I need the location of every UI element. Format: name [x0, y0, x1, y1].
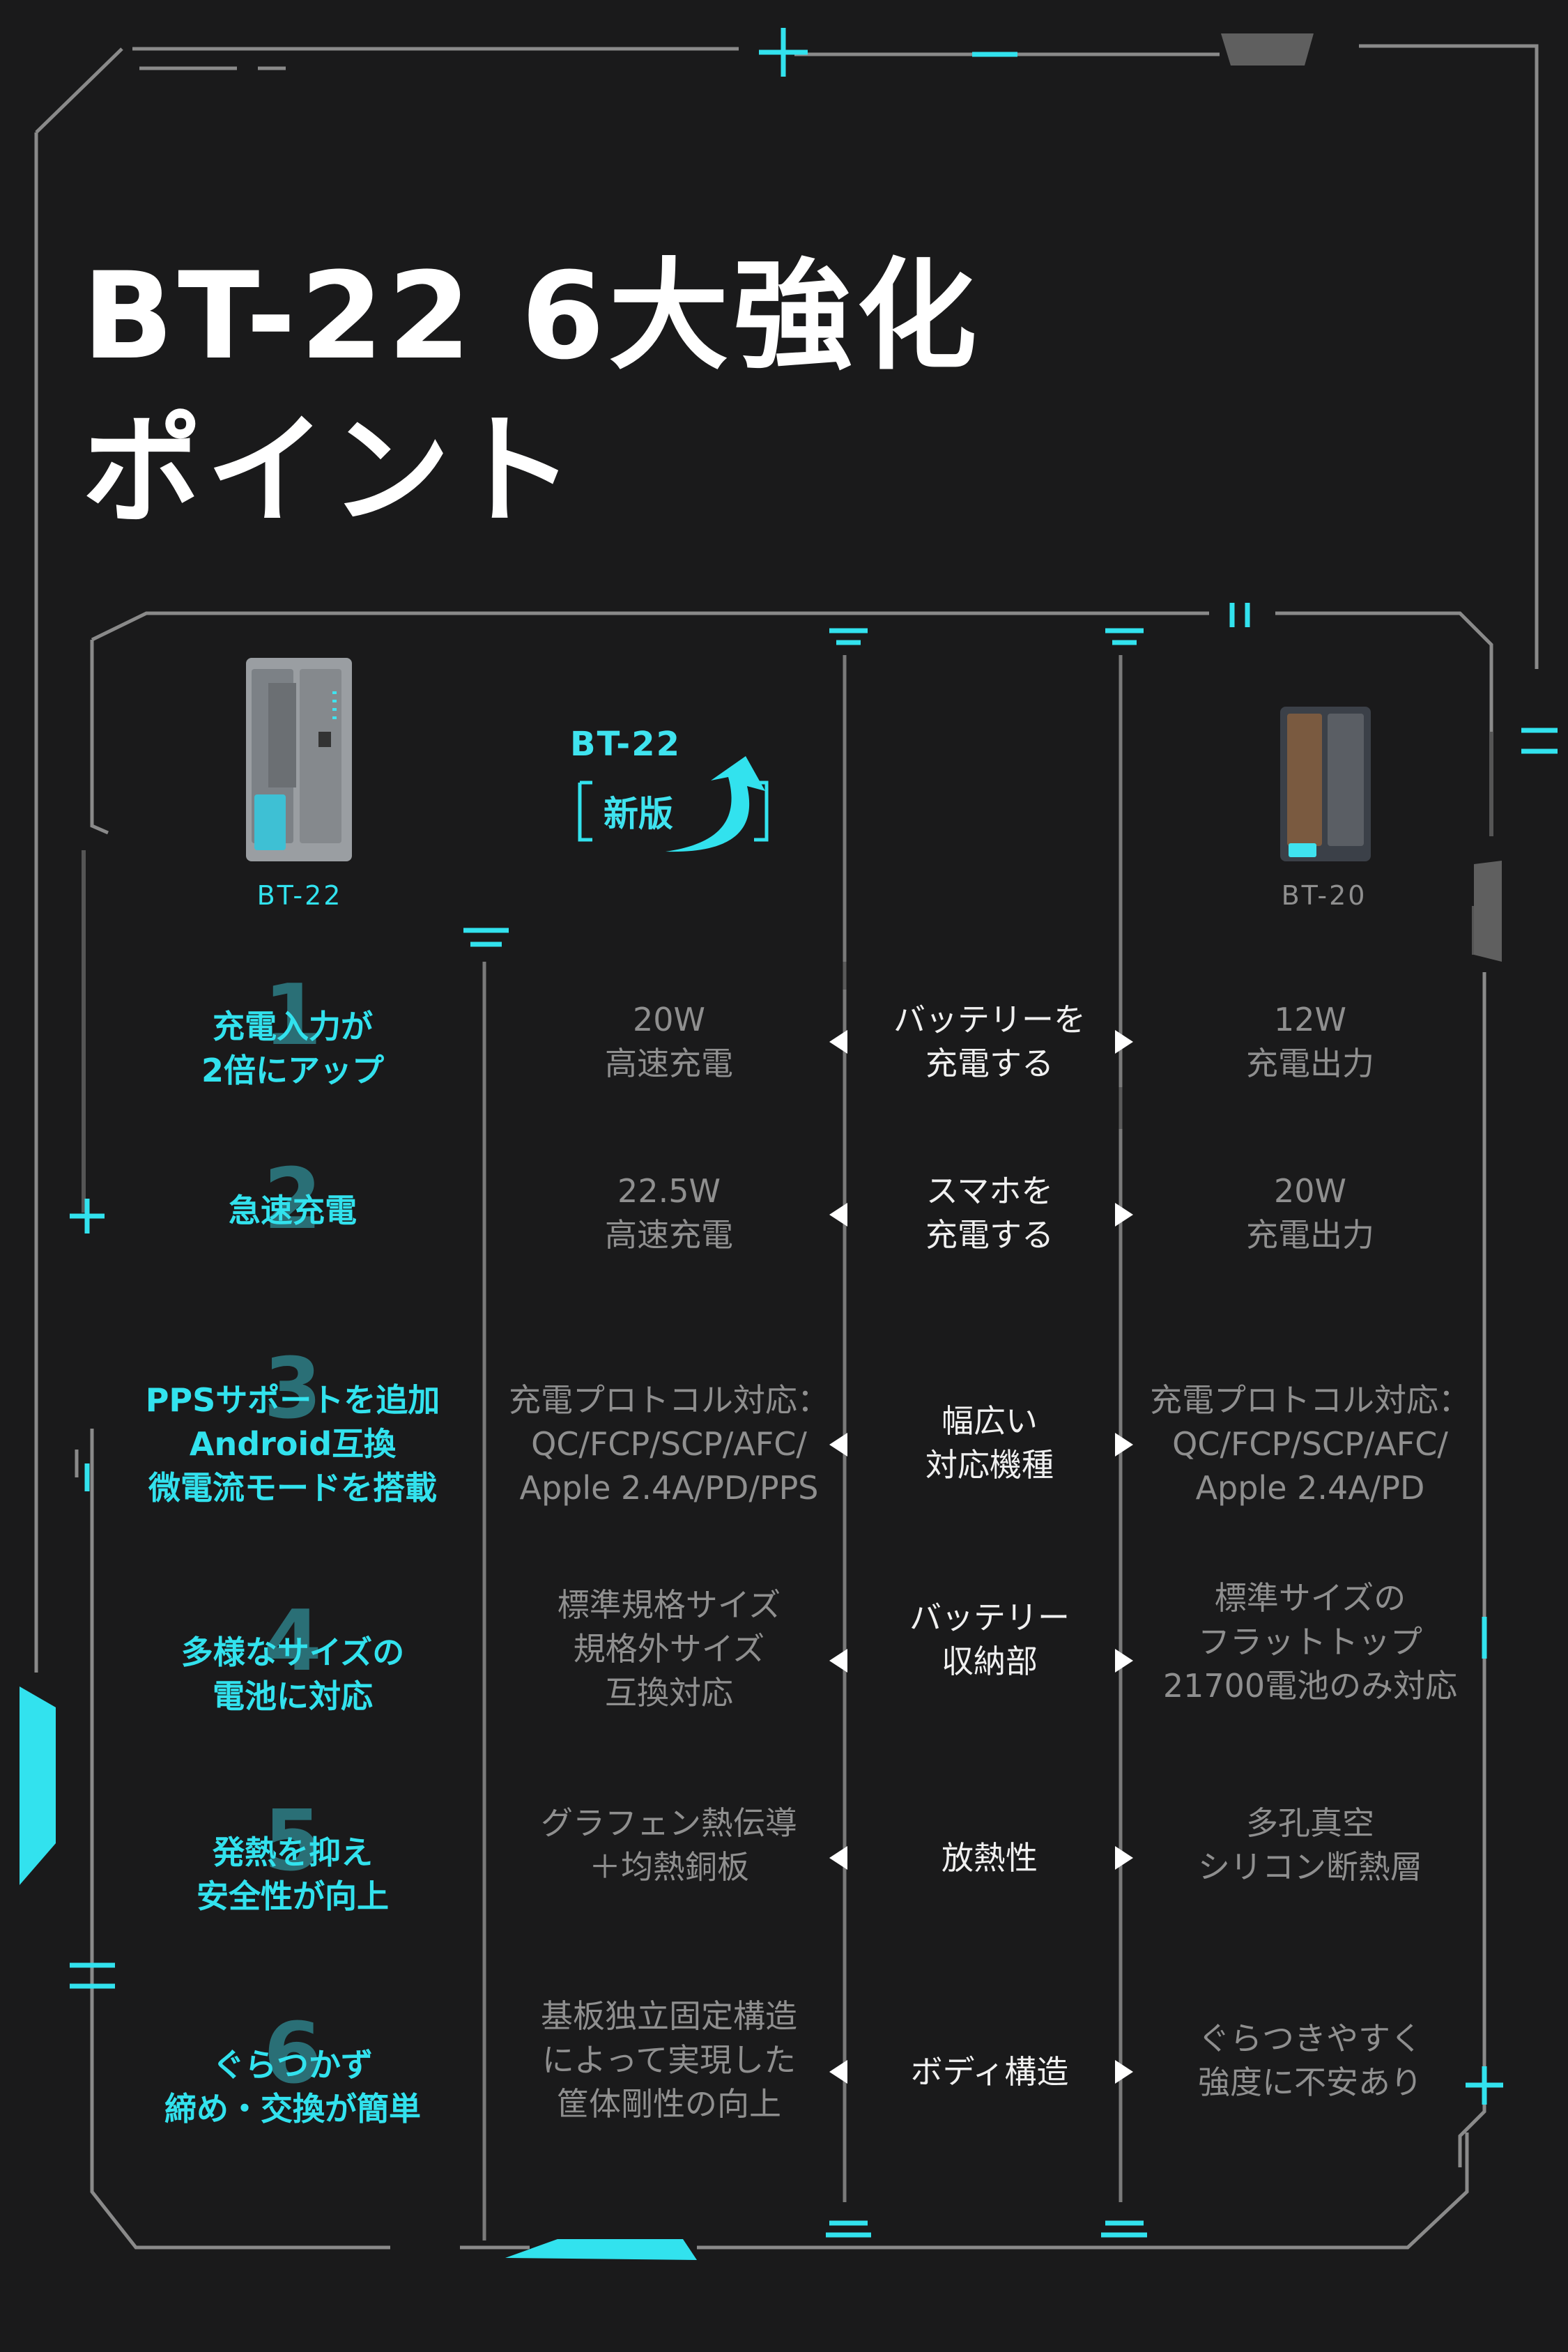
feature-number: 4 [263, 1593, 322, 1690]
bt22-spec: 20W 高速充電 [605, 1001, 733, 1082]
feature-number: 6 [263, 2006, 322, 2103]
arrow-right-icon [1115, 2060, 1133, 2084]
arrow-right-icon [1115, 1433, 1133, 1456]
page-title-line-2: ポイント [82, 401, 578, 541]
bt20-label: BT-20 [1281, 880, 1367, 911]
bt22-spec: グラフェン熱伝導 ＋均熱銅板 [541, 1804, 797, 1886]
bt22-spec: 基板独立固定構造 によって実現した 筐体剛性の向上 [541, 1997, 797, 2123]
bt20-spec: 充電プロトコル対応： QC/FCP/SCP/AFC/ Apple 2.4A/PD [1150, 1381, 1470, 1507]
bt22-spec: 22.5W 高速充電 [605, 1172, 733, 1254]
bt20-product-image [1279, 704, 1373, 864]
feature-3: 3 PPSサポートを追加 Android互換 微電流モードを搭載 [91, 1348, 495, 1510]
feature-4: 4 多様なサイズの 電池に対応 [91, 1600, 495, 1719]
bt20-spec: 標準サイズの フラットトップ 21700電池のみ対応 [1162, 1579, 1458, 1705]
arrow-right-icon [1115, 1649, 1133, 1673]
feature-number: 1 [263, 967, 322, 1064]
category-label: スマホを 充電する [925, 1172, 1054, 1254]
feature-6: 6 ぐらつかず 締め・交換が簡単 [91, 2013, 495, 2131]
arrow-right-icon [1115, 1203, 1133, 1227]
page-title-line-1: BT-22 6大強化 [82, 246, 981, 386]
category-label: 幅広い 対応機種 [925, 1402, 1054, 1484]
arrow-left-icon [829, 2060, 847, 2084]
bt22-product-image [240, 655, 359, 864]
bt20-spec: 多孔真空 シリコン断熱層 [1198, 1804, 1422, 1886]
feature-text: ぐらつかず 締め・交換が簡単 [164, 2046, 421, 2128]
arrow-left-icon [829, 1649, 847, 1673]
arrow-right-icon [1115, 1030, 1133, 1054]
arrow-left-icon [829, 1433, 847, 1456]
feature-number: 5 [263, 1793, 322, 1890]
feature-text: 充電入力が 2倍にアップ [201, 1008, 384, 1089]
bt22-label: BT-22 [256, 880, 343, 911]
bt22-spec: 標準規格サイズ 規格外サイズ 互換対応 [557, 1586, 781, 1712]
category-label: 放熱性 [941, 1839, 1038, 1877]
arrow-left-icon [829, 1846, 847, 1870]
bt20-spec: 12W 充電出力 [1246, 1001, 1374, 1082]
bt22-spec: 充電プロトコル対応： QC/FCP/SCP/AFC/ Apple 2.4A/PD… [509, 1381, 829, 1507]
feature-text: 多様なサイズの 電池に対応 [180, 1634, 405, 1715]
badge-model: BT-22 [570, 725, 681, 764]
feature-text: 急速充電 [229, 1192, 357, 1229]
feature-number: 3 [263, 1341, 322, 1438]
category-label: ボディ構造 [910, 2053, 1069, 2091]
feature-text: PPSサポートを追加 Android互換 微電流モードを搭載 [145, 1381, 440, 1507]
bt20-spec: 20W 充電出力 [1246, 1172, 1374, 1254]
feature-number: 2 [263, 1151, 322, 1248]
feature-1: 1 充電入力が 2倍にアップ [91, 974, 495, 1093]
feature-text: 発熱を抑え 安全性が向上 [197, 1834, 389, 1915]
arrow-right-icon [1115, 1846, 1133, 1870]
badge-new-version: 新版 [604, 794, 673, 834]
arrow-left-icon [829, 1203, 847, 1227]
arrow-left-icon [829, 1030, 847, 1054]
category-label: バッテリー 収納部 [909, 1599, 1070, 1680]
bt20-spec: ぐらつきやすく 強度に不安あり [1198, 2020, 1422, 2101]
feature-5: 5 発熱を抑え 安全性が向上 [91, 1800, 495, 1919]
category-label: バッテリーを 充電する [893, 1001, 1086, 1082]
feature-2: 2 急速充電 [91, 1158, 495, 1242]
